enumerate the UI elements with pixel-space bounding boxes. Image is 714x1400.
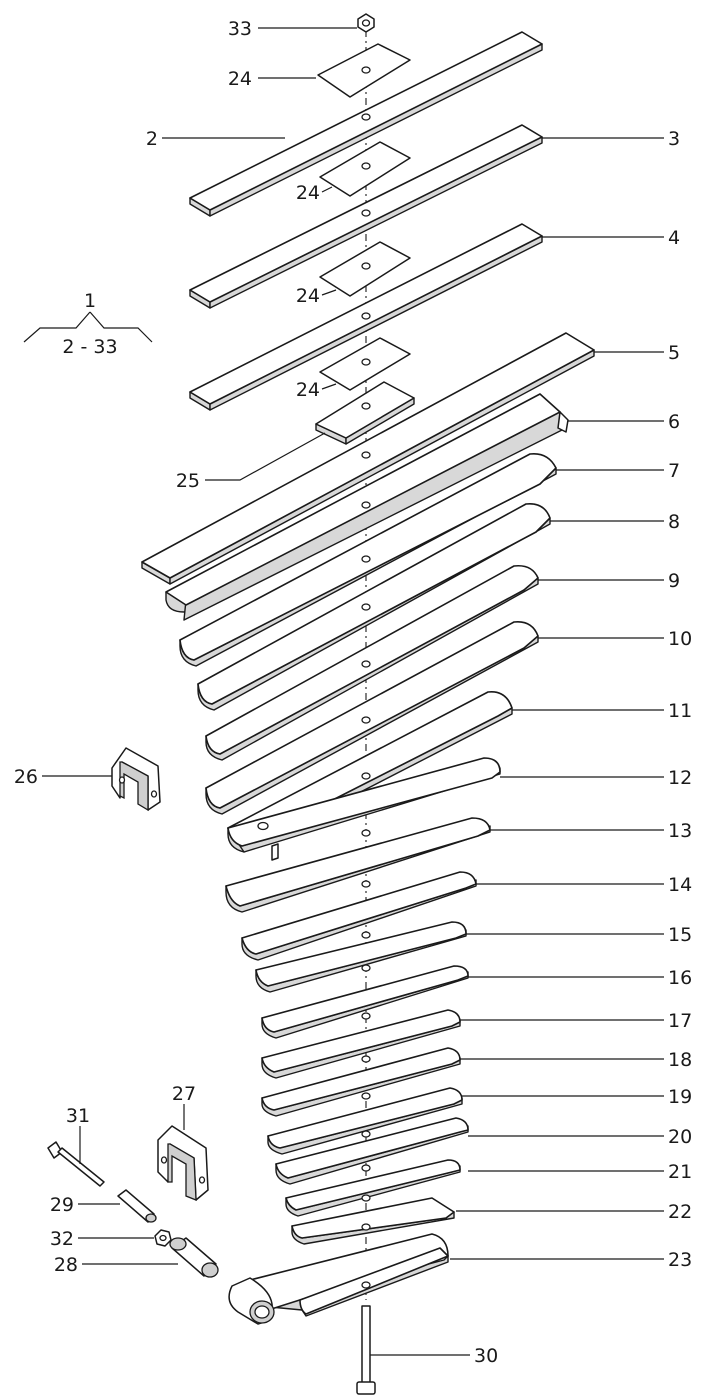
callout-14: 14 bbox=[668, 874, 692, 896]
callout-3: 3 bbox=[668, 128, 680, 150]
callout-27: 27 bbox=[172, 1083, 196, 1105]
assembly-range: 2 - 33 bbox=[62, 336, 117, 358]
callout-15: 15 bbox=[668, 924, 692, 946]
callout-29: 29 bbox=[50, 1194, 74, 1216]
part-24-spacer-top: 24 bbox=[228, 43, 411, 98]
callout-4: 4 bbox=[668, 227, 680, 249]
callout-5: 5 bbox=[668, 342, 680, 364]
part-8-leaf: 8 bbox=[197, 502, 680, 711]
part-17-leaf: 17 bbox=[261, 1009, 692, 1079]
callout-6: 6 bbox=[668, 411, 680, 433]
part-10-leaf: 10 bbox=[205, 620, 692, 815]
part-7-leaf: 7 bbox=[179, 452, 680, 667]
callout-19: 19 bbox=[668, 1086, 692, 1108]
part-24-spacer-fourth: 24 bbox=[296, 337, 411, 401]
callout-30: 30 bbox=[474, 1345, 498, 1367]
callout-13: 13 bbox=[668, 820, 692, 842]
part-25-block: 25 bbox=[176, 381, 415, 492]
part-19-leaf: 19 bbox=[267, 1086, 692, 1155]
part-16-leaf: 16 bbox=[261, 965, 692, 1039]
callout-24-a: 24 bbox=[228, 68, 252, 90]
part-3-leaf: 3 bbox=[189, 124, 680, 309]
part-22-leaf: 22 bbox=[291, 1197, 692, 1245]
part-28-bushing: 28 bbox=[54, 1237, 219, 1278]
callout-24-c: 24 bbox=[296, 285, 320, 307]
part-23-eye-leaf: 23 bbox=[228, 1233, 692, 1325]
callout-24-b: 24 bbox=[296, 182, 320, 204]
callout-22: 22 bbox=[668, 1201, 692, 1223]
part-9-leaf: 9 bbox=[205, 564, 680, 761]
part-32-nut: 32 bbox=[50, 1228, 172, 1250]
callout-28: 28 bbox=[54, 1254, 78, 1276]
callout-20: 20 bbox=[668, 1126, 692, 1148]
callout-12: 12 bbox=[668, 767, 692, 789]
callout-8: 8 bbox=[668, 511, 680, 533]
part-4-leaf: 4 bbox=[189, 223, 680, 411]
part-24-spacer-second: 24 bbox=[296, 141, 411, 204]
part-33-nut: 33 bbox=[228, 13, 375, 40]
assembly-bracket bbox=[23, 311, 153, 343]
callout-9: 9 bbox=[668, 570, 680, 592]
callout-26: 26 bbox=[14, 766, 38, 788]
part-15-leaf: 15 bbox=[255, 921, 692, 993]
part-20-leaf: 20 bbox=[275, 1117, 692, 1185]
part-6-leaf-lip: 6 bbox=[165, 393, 680, 621]
part-21-leaf: 21 bbox=[285, 1159, 692, 1217]
callout-7: 7 bbox=[668, 460, 680, 482]
assembly-label: 1 2 - 33 bbox=[23, 290, 153, 358]
part-30-bolt: 30 bbox=[356, 1305, 498, 1395]
part-2-main-leaf: 2 bbox=[146, 31, 543, 217]
part-5-leaf: 5 bbox=[141, 332, 680, 585]
callout-23: 23 bbox=[668, 1249, 692, 1271]
part-27-clip: 27 bbox=[157, 1083, 209, 1201]
part-29-pin: 29 bbox=[50, 1189, 157, 1223]
callout-24-d: 24 bbox=[296, 379, 320, 401]
callout-2: 2 bbox=[146, 128, 158, 150]
callout-18: 18 bbox=[668, 1049, 692, 1071]
callout-11: 11 bbox=[668, 700, 692, 722]
part-12-leaf-pin: 12 bbox=[227, 757, 692, 861]
callout-10: 10 bbox=[668, 628, 692, 650]
callout-21: 21 bbox=[668, 1161, 692, 1183]
part-26-clip: 26 bbox=[14, 747, 161, 812]
part-11-leaf: 11 bbox=[227, 691, 692, 853]
assembly-number: 1 bbox=[84, 290, 96, 312]
part-24-spacer-third: 24 bbox=[296, 241, 411, 307]
part-18-leaf: 18 bbox=[261, 1047, 692, 1117]
part-31-bolt: 31 bbox=[47, 1105, 105, 1187]
callout-33: 33 bbox=[228, 18, 252, 40]
part-14-leaf: 14 bbox=[241, 871, 692, 961]
part-13-leaf: 13 bbox=[225, 817, 692, 913]
callout-16: 16 bbox=[668, 967, 692, 989]
callout-31: 31 bbox=[66, 1105, 90, 1127]
callout-32: 32 bbox=[50, 1228, 74, 1250]
callout-17: 17 bbox=[668, 1010, 692, 1032]
callout-25: 25 bbox=[176, 470, 200, 492]
